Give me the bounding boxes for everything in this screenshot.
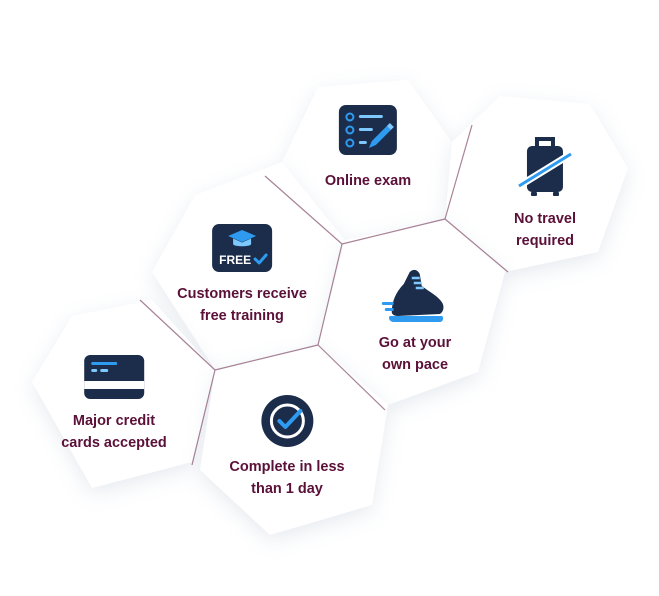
divider-line	[191, 369, 216, 466]
tile-label: Go at your own pace	[378, 335, 452, 373]
tile-free-training: FREE Customers receive free training	[177, 223, 307, 327]
no-travel-luggage-icon	[517, 137, 573, 196]
divider-line	[341, 218, 446, 245]
divider-line	[317, 344, 386, 411]
hex-online-exam	[282, 80, 452, 240]
credit-card-icon	[84, 355, 144, 399]
tile-own-pace: Go at your own pace	[378, 266, 452, 376]
tile-label: Online exam	[324, 173, 412, 189]
divider-line	[264, 175, 343, 245]
tile-no-travel: No travel required	[514, 136, 576, 252]
divider-line	[317, 243, 343, 346]
divider-line	[214, 344, 319, 371]
divider-line	[139, 299, 216, 371]
running-shoe-icon	[381, 269, 444, 322]
tile-label: Major credit cards accepted	[61, 413, 167, 451]
tile-one-day: Complete in less than 1 day	[229, 394, 345, 500]
tile-label: No travel required	[513, 211, 577, 249]
tile-label: Customers receive free training	[177, 286, 307, 324]
free-graduation-cap-icon: FREE	[211, 224, 272, 272]
check-circle-icon	[260, 395, 313, 447]
tile-label: Complete in less than 1 day	[229, 459, 345, 497]
divider-line	[444, 218, 509, 273]
divider-line	[444, 124, 473, 220]
free-badge-text: FREE	[219, 253, 251, 267]
tile-credit-cards: Major credit cards accepted	[61, 354, 167, 454]
exam-checklist-icon	[338, 105, 397, 155]
tile-online-exam: Online exam	[325, 104, 411, 192]
